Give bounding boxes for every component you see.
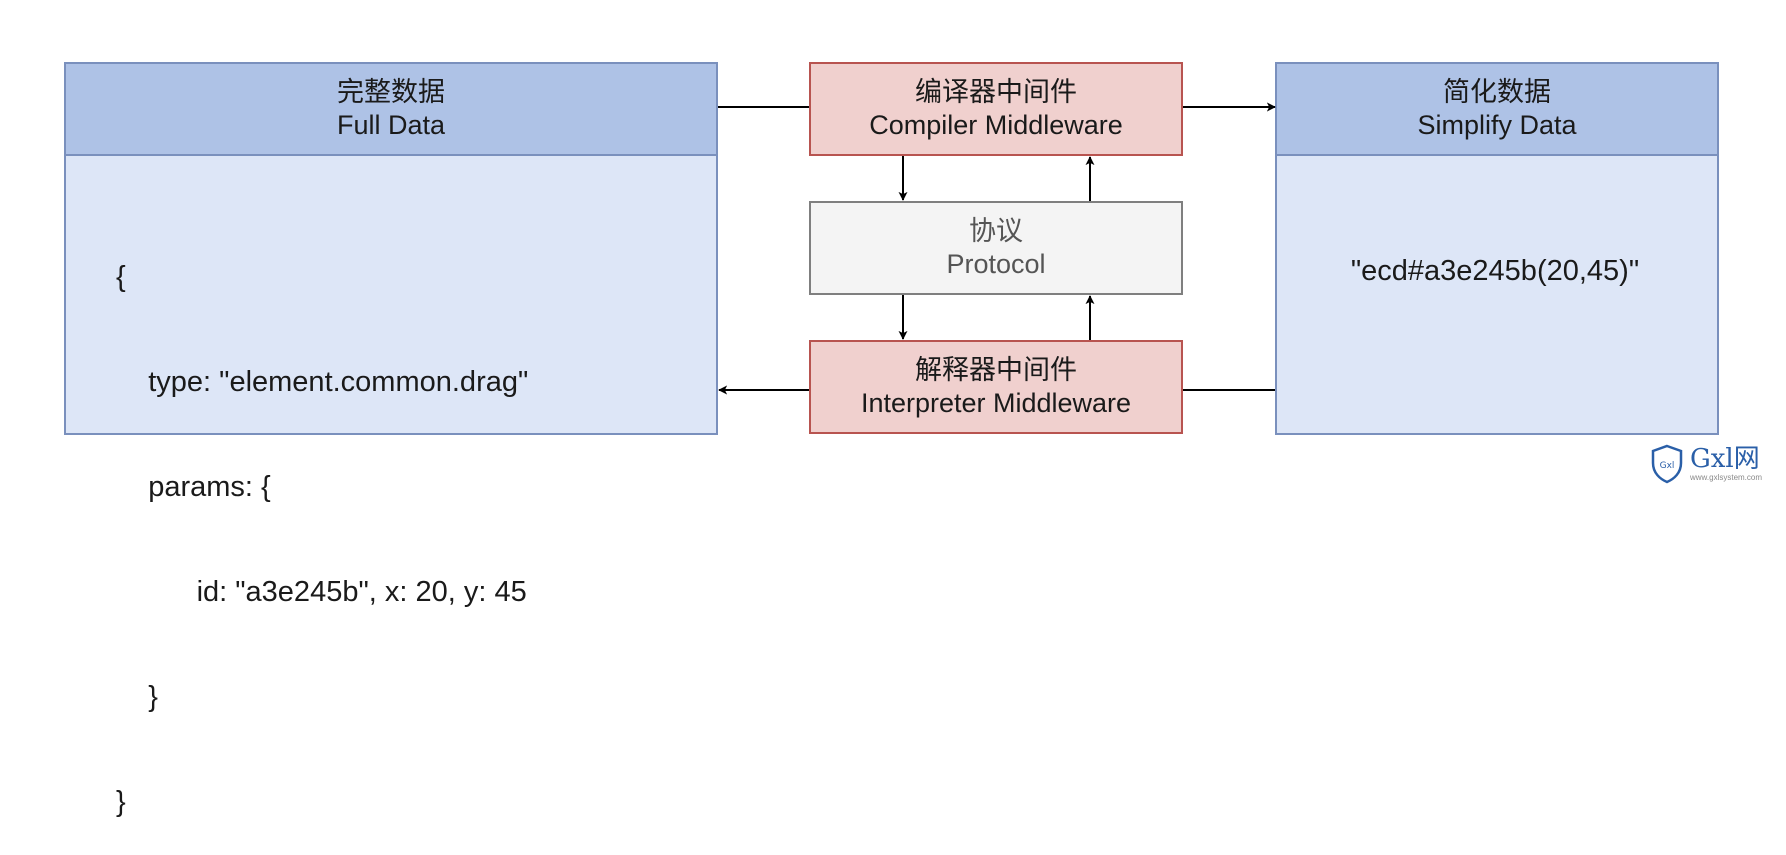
- full-data-title-zh: 完整数据: [337, 77, 445, 107]
- interpreter-label-en: Interpreter Middleware: [860, 388, 1132, 418]
- compiler-middleware-node: 编译器中间件 Compiler Middleware: [809, 62, 1183, 156]
- code-line: }: [116, 786, 126, 818]
- full-data-title-en: Full Data: [336, 110, 446, 140]
- code-line: {: [116, 261, 126, 293]
- compiler-label-zh: 编译器中间件: [915, 77, 1077, 107]
- code-line: }: [116, 681, 158, 713]
- watermark: Gxl Gxl网 www.gxlsystem.com: [1650, 444, 1762, 484]
- simplify-data-value: "ecd#a3e245b(20,45)": [1350, 255, 1640, 287]
- protocol-label-en: Protocol: [946, 249, 1046, 279]
- simplify-data-title-zh: 简化数据: [1443, 77, 1551, 107]
- shield-icon: Gxl: [1651, 444, 1683, 484]
- watermark-brand: Gxl网: [1690, 444, 1760, 474]
- simplify-data-header: 简化数据 Simplify Data: [1275, 62, 1719, 156]
- full-data-header: 完整数据 Full Data: [64, 62, 718, 156]
- protocol-node: 协议 Protocol: [809, 201, 1183, 295]
- full-data-body: [64, 154, 718, 435]
- watermark-url: www.gxlsystem.com: [1690, 473, 1763, 482]
- code-line: id: "a3e245b", x: 20, y: 45: [116, 576, 527, 608]
- shield-text: Gxl: [1660, 461, 1675, 471]
- simplify-data-title-en: Simplify Data: [1417, 110, 1577, 140]
- interpreter-middleware-node: 解释器中间件 Interpreter Middleware: [809, 340, 1183, 434]
- code-line: type: "element.common.drag": [116, 366, 529, 398]
- compiler-label-en: Compiler Middleware: [869, 110, 1123, 140]
- protocol-label-zh: 协议: [969, 216, 1023, 246]
- connector-layer: [718, 102, 1276, 395]
- interpreter-label-zh: 解释器中间件: [915, 355, 1077, 385]
- simplify-data-body: [1275, 154, 1719, 435]
